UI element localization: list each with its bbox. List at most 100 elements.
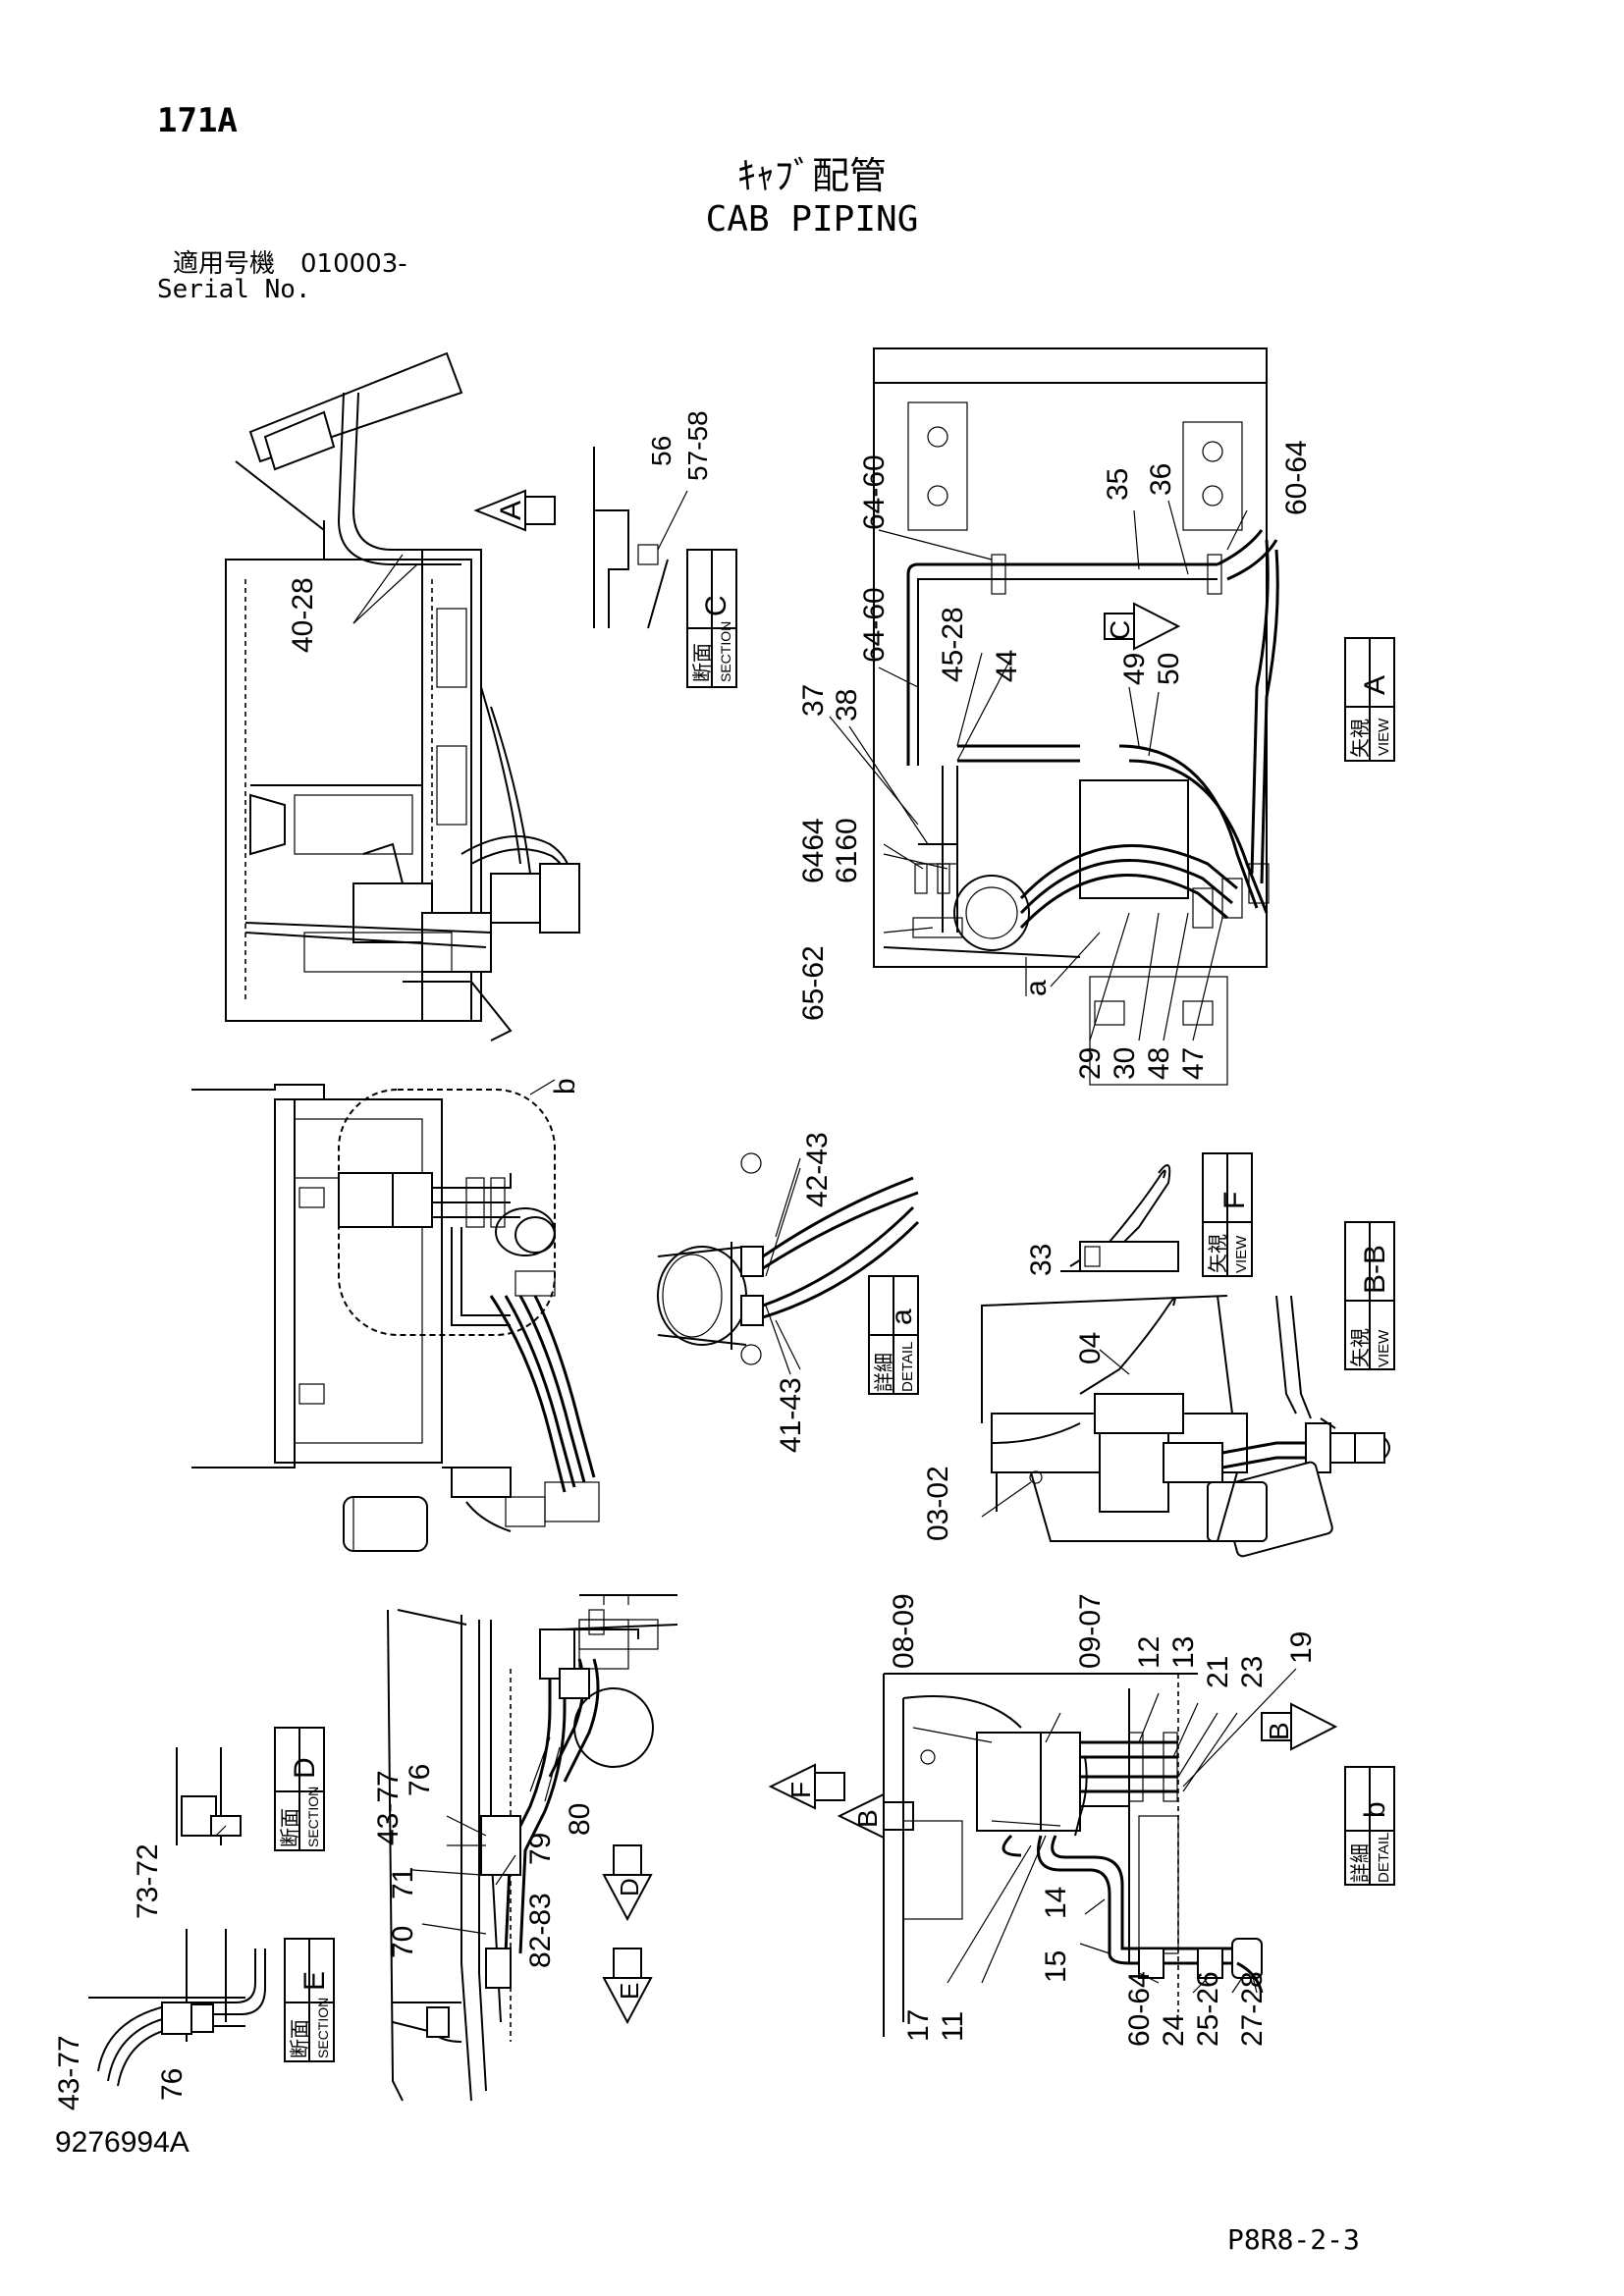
detail-a-label-box xyxy=(868,1275,919,1395)
view-arrow-e xyxy=(602,1948,653,2025)
detail-a-letter: a xyxy=(886,1308,918,1325)
view-a-en: VIEW xyxy=(1376,718,1392,756)
view-bb-en: VIEW xyxy=(1376,1329,1392,1367)
callout-25-26: 25-26 xyxy=(1192,1971,1224,2047)
title-english: CAB PIPING xyxy=(705,199,919,240)
view-arrow-b-right-label: B xyxy=(1264,1722,1294,1740)
section-d-drawing xyxy=(176,1747,242,1845)
callout-23: 23 xyxy=(1236,1656,1269,1688)
view-f-jp: 矢視 xyxy=(1207,1234,1229,1273)
callout-49: 49 xyxy=(1118,653,1151,685)
detail-b-en: DETAIL xyxy=(1376,1833,1392,1883)
section-e-label-box xyxy=(284,1938,335,2062)
callout-27-28: 27-28 xyxy=(1236,1971,1269,2047)
page-number: 171A xyxy=(157,101,238,140)
detail-b-drawing xyxy=(883,1668,1297,2037)
callout-57-58: 57-58 xyxy=(682,410,713,481)
section-e-jp: 断面 xyxy=(289,2019,311,2058)
view-side-piping xyxy=(387,1594,678,2102)
view-arrow-c xyxy=(1104,602,1181,651)
detail-a-en: DETAIL xyxy=(899,1342,916,1392)
callout-04: 04 xyxy=(1074,1332,1107,1364)
callout-40-28: 40-28 xyxy=(287,577,319,653)
section-e-letter: E xyxy=(298,1971,331,1991)
view-a-letter: A xyxy=(1359,675,1391,695)
callout-6160: 6160 xyxy=(831,818,863,883)
detail-marker-b: b xyxy=(549,1078,581,1095)
callout-41-43: 41-43 xyxy=(775,1377,807,1453)
view-arrow-f-label: F xyxy=(785,1782,816,1798)
callout-15: 15 xyxy=(1040,1950,1072,1983)
view-arrow-b-right xyxy=(1261,1702,1338,1751)
callout-38: 38 xyxy=(831,689,863,721)
view-arrow-e-label: E xyxy=(615,1983,644,2000)
callout-35: 35 xyxy=(1102,468,1134,501)
view-arrow-c-label: C xyxy=(1105,620,1135,640)
callout-14: 14 xyxy=(1040,1887,1072,1919)
section-c-jp: 断面 xyxy=(691,643,714,682)
view-arrow-b-left-label: B xyxy=(852,1809,883,1828)
view-bb-drawing xyxy=(981,1295,1390,1558)
section-c-drawing xyxy=(593,447,688,629)
callout-44: 44 xyxy=(991,650,1023,682)
detail-b-jp: 詳細 xyxy=(1349,1843,1372,1883)
callout-42-43: 42-43 xyxy=(801,1132,834,1207)
detail-a-drawing xyxy=(657,1152,920,1375)
serial-number-english: Serial No. xyxy=(157,275,311,304)
view-bb-label-box xyxy=(1344,1221,1395,1370)
callout-50: 50 xyxy=(1153,653,1185,685)
section-c-label-box xyxy=(686,549,737,688)
view-a-drawing xyxy=(829,347,1279,1086)
callout-11: 11 xyxy=(937,2011,969,2042)
callout-33: 33 xyxy=(1025,1244,1057,1276)
callout-43-77-top: 43-77 xyxy=(372,1770,405,1845)
view-arrow-d-label: D xyxy=(615,1878,644,1896)
callout-08-09: 08-09 xyxy=(888,1593,920,1669)
view-a-label-box xyxy=(1344,637,1395,762)
callout-65-62: 65-62 xyxy=(797,945,830,1021)
section-c-en: SECTION xyxy=(718,621,733,682)
view-f-en: VIEW xyxy=(1233,1235,1250,1273)
callout-17: 17 xyxy=(902,2009,935,2042)
callout-79: 79 xyxy=(524,1833,557,1865)
detail-b-label-box xyxy=(1344,1766,1395,1886)
view-cab-side xyxy=(225,351,580,1041)
section-e-en: SECTION xyxy=(315,1998,331,2058)
callout-82-83: 82-83 xyxy=(524,1893,557,1968)
sheet-code: P8R8-2-3 xyxy=(1227,2223,1360,2256)
callout-36: 36 xyxy=(1145,463,1177,496)
view-f-letter: F xyxy=(1218,1192,1251,1209)
detail-a-jp: 詳細 xyxy=(873,1353,895,1392)
detail-marker-a: a xyxy=(1020,980,1053,996)
callout-24: 24 xyxy=(1158,2014,1190,2047)
callout-29: 29 xyxy=(1074,1047,1107,1080)
callout-30: 30 xyxy=(1109,1047,1141,1080)
view-arrow-d xyxy=(602,1844,653,1922)
callout-60-64-top: 60-64 xyxy=(1280,440,1313,515)
callout-76-bottom: 76 xyxy=(156,2068,189,2101)
view-cab-top xyxy=(191,1079,600,1552)
callout-56: 56 xyxy=(646,436,677,466)
view-f-label-box xyxy=(1202,1152,1253,1277)
callout-6464: 6464 xyxy=(797,818,830,883)
section-d-label-box xyxy=(274,1727,325,1851)
view-a-jp: 矢視 xyxy=(1349,719,1372,758)
serial-number-japanese: 適用号機 010003- xyxy=(173,249,407,279)
callout-70: 70 xyxy=(387,1926,419,1958)
section-d-letter: D xyxy=(289,1757,321,1779)
callout-60-64-bottom: 60-64 xyxy=(1123,1971,1156,2047)
callout-09-07: 09-07 xyxy=(1074,1593,1107,1669)
callout-13: 13 xyxy=(1167,1636,1200,1669)
view-arrow-a xyxy=(473,489,556,532)
section-e-drawing xyxy=(88,1929,266,2087)
view-bb-jp: 矢視 xyxy=(1349,1328,1372,1367)
callout-21: 21 xyxy=(1202,1656,1234,1688)
view-arrow-f xyxy=(768,1763,845,1810)
title-japanese: ｷｬﾌﾞ配管 xyxy=(736,154,887,197)
section-d-en: SECTION xyxy=(305,1787,321,1847)
callout-73-72: 73-72 xyxy=(132,1843,164,1919)
callout-71: 71 xyxy=(387,1867,419,1899)
callout-76-top: 76 xyxy=(404,1764,436,1796)
section-c-letter: C xyxy=(700,595,732,616)
